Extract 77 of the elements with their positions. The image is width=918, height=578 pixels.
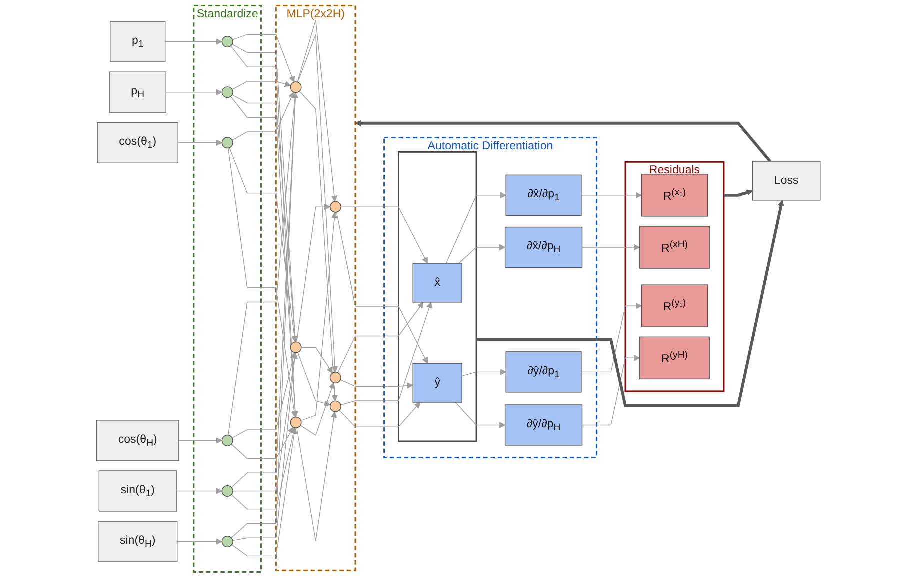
arrow: [232, 34, 296, 83]
node-box: sin(θ$_{1}$): [99, 470, 178, 512]
node-box: p$_{1}$: [110, 21, 166, 62]
node-box: R$^{(x₁)}$: [642, 174, 709, 217]
arrow: [232, 44, 299, 342]
arrow: [232, 94, 299, 342]
arrow: [301, 212, 338, 422]
arrow: [341, 206, 428, 264]
arrow: [230, 148, 298, 342]
arrow: [446, 192, 507, 264]
arrow: [300, 382, 336, 436]
arrow: [228, 148, 298, 418]
node-circle: [222, 137, 234, 149]
node-circle: [330, 201, 342, 213]
node-box: ∂ŷ/∂p$_{1}$: [506, 352, 582, 393]
arrow: [724, 190, 754, 197]
arrow: [177, 538, 223, 545]
node-circle: [222, 86, 234, 98]
arrow: [462, 369, 507, 377]
arrow: [232, 92, 295, 141]
arrow: [297, 412, 338, 542]
node-circle: [222, 36, 234, 48]
arrow: [582, 355, 641, 426]
node-box: ∂x̂/∂p$_{1}$: [506, 174, 582, 216]
arrow: [232, 428, 298, 510]
arrow: [232, 81, 292, 90]
arrow: [298, 352, 332, 407]
node-box: ∂ŷ/∂p$_{H}$: [505, 404, 584, 446]
node-circle: [290, 416, 302, 428]
node-box: R$^{(y₁)}$: [642, 284, 709, 328]
node-circle: [330, 372, 342, 384]
node-circle: [222, 485, 234, 497]
arrow: [582, 192, 642, 199]
arrow: [338, 302, 424, 374]
node-circle: [330, 400, 342, 412]
arrow: [298, 34, 339, 373]
arrow: [302, 347, 334, 374]
arrow: [336, 212, 428, 364]
arrow: [176, 488, 223, 494]
node-circle: [222, 536, 234, 548]
arrow: [340, 302, 433, 406]
arrow: [179, 438, 223, 444]
node-box: x̂: [413, 263, 463, 303]
node-circle: [222, 434, 234, 446]
arrow: [165, 38, 223, 45]
node-box: p$_{H}$: [110, 72, 167, 113]
node-box: ∂x̂/∂p$_{H}$: [505, 226, 584, 268]
node-box: cos(θ$_{1}$): [98, 122, 179, 164]
node-box: R$^{(xH)}$: [640, 226, 710, 269]
arrow: [582, 302, 642, 373]
arrow: [476, 200, 785, 408]
node-box: R$^{(yH)}$: [640, 336, 710, 380]
arrow: [166, 89, 223, 96]
node-circle: [290, 82, 302, 94]
node-box: cos(θ$_{H}$): [96, 420, 180, 462]
arrow: [178, 140, 223, 146]
arrow: [233, 352, 298, 492]
arrow: [232, 427, 294, 460]
arrow: [300, 90, 338, 402]
arrow: [298, 20, 338, 202]
arrow: [459, 244, 506, 264]
node-box: Loss: [752, 161, 822, 201]
arrow: [582, 244, 641, 251]
arrow: [339, 402, 422, 428]
arrow: [340, 380, 414, 389]
cluster: Standardize: [194, 5, 262, 573]
node-box: ŷ: [413, 363, 463, 403]
node-box: sin(θ$_{H}$): [98, 521, 178, 562]
arrow: [456, 402, 506, 428]
arrow: [232, 352, 298, 542]
arrow: [232, 428, 298, 557]
node-circle: [290, 342, 302, 354]
cluster: MLP(2x2H): [276, 5, 357, 572]
arrow: [296, 204, 331, 343]
cluster: [398, 151, 478, 442]
arrow: [356, 120, 772, 162]
arrow: [232, 352, 297, 438]
